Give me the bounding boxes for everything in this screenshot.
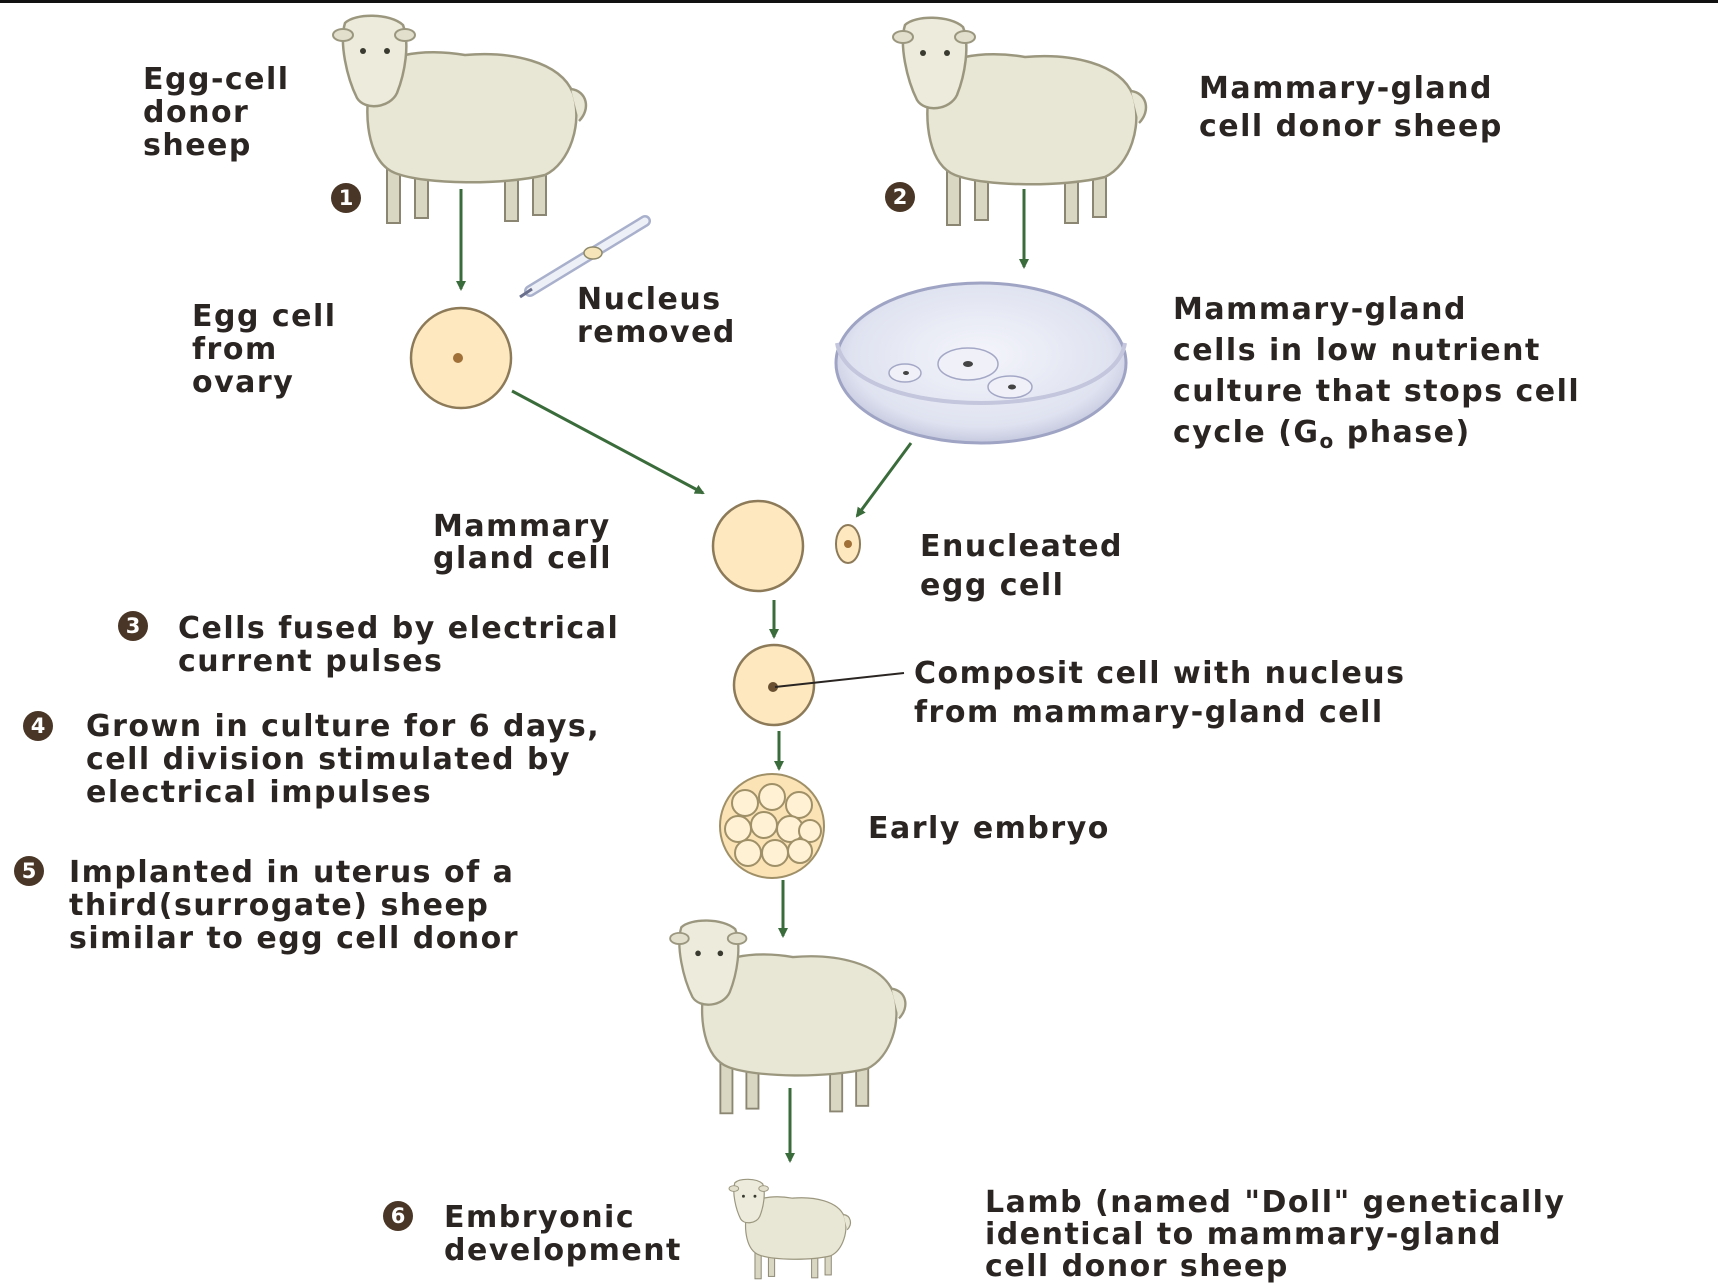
step-2-badge: 2 [885,182,915,212]
step-3-badge: 3 [118,611,148,641]
egg-cell [411,308,511,408]
composite-cell [734,645,904,725]
step-3-text: Cells fused by electrical current pulses [178,612,619,678]
culture-label: Mammary-gland cells in low nutrient cult… [1173,289,1580,462]
surrogate-sheep [670,921,905,1114]
egg-donor-sheep [333,16,586,223]
step-6-text: Embryonic development [444,1201,682,1267]
mammary-donor-sheep [893,18,1146,225]
egg-cell-label: Egg cell from ovary [192,300,337,399]
step-6-badge: 6 [383,1201,413,1231]
early-embryo-label: Early embryo [868,812,1110,845]
step-1-badge: 1 [331,183,361,213]
enucleated-label: Enucleated egg cell [920,527,1123,605]
step-5-badge: 5 [14,856,44,886]
early-embryo-image [720,774,824,878]
nucleus-removed-label: Nucleus removed [577,283,736,349]
culture-label-last-line: cycle (Go phase) [1173,412,1580,462]
lamb-image [729,1179,850,1278]
mammary-and-enucleated-cells [713,501,860,591]
mammary-cell-label: Mammary gland cell [433,511,612,575]
egg-donor-label: Egg-cell donor sheep [143,63,290,162]
step-4-text: Grown in culture for 6 days, cell divisi… [86,710,600,809]
composite-cell-label: Composit cell with nucleus from mammary-… [914,654,1406,732]
culture-dish [836,283,1126,443]
step-5-text: Implanted in uterus of a third(surrogate… [69,856,519,955]
mammary-donor-label: Mammary-gland cell donor sheep [1199,70,1503,146]
lamb-label: Lamb (named "Doll" genetically identical… [985,1187,1565,1283]
step-4-badge: 4 [23,711,53,741]
